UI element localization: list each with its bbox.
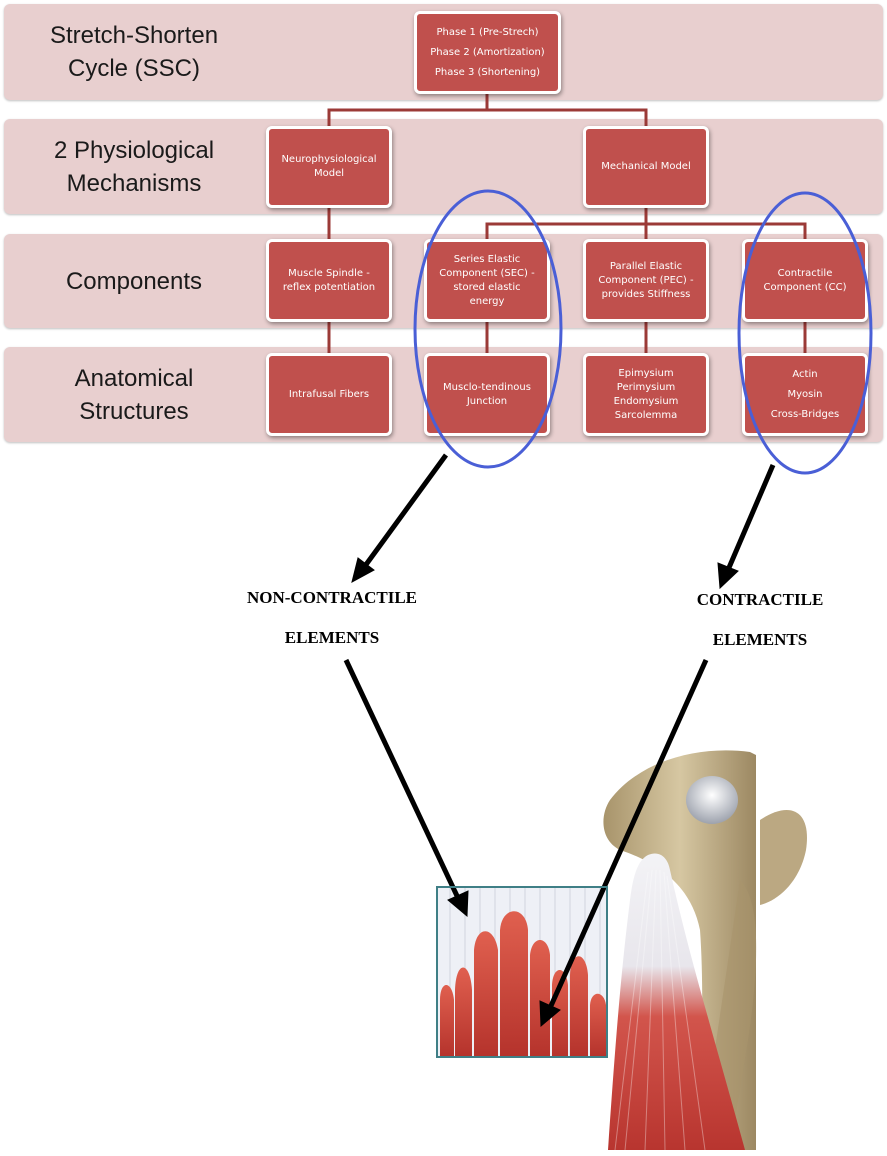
- inset-fibers: [438, 888, 606, 1056]
- filaments-line-2: Myosin: [787, 388, 823, 400]
- non-contractile-line-1: NON-CONTRACTILE: [246, 588, 418, 607]
- node-neurophysiological-model[interactable]: Neurophysiological Model: [266, 126, 392, 208]
- row-label-anatomical: Anatomical Structures: [74, 364, 194, 425]
- row-label-ssc: Stretch-Shorten Cycle (SSC): [49, 22, 219, 82]
- connective-line-4: Sarcolemma: [614, 409, 678, 421]
- node-series-elastic-component[interactable]: Series Elastic Component (SEC) - stored …: [424, 239, 550, 322]
- node-contractile-component[interactable]: Contractile Component (CC): [742, 239, 868, 322]
- spindle-line-1: Muscle Spindle -: [288, 267, 370, 279]
- pec-line-2: Component (PEC) -: [598, 274, 694, 286]
- filaments-line-3: Cross-Bridges: [770, 408, 840, 420]
- intrafusal-line-1: Intrafusal Fibers: [288, 388, 370, 400]
- mtj-line-2: Junction: [466, 395, 508, 407]
- contractile-line-2: ELEMENTS: [712, 630, 808, 649]
- node-ssc-phases[interactable]: Phase 1 (Pre-Strech) Phase 2 (Amortizati…: [414, 11, 561, 94]
- phase-1-label: Phase 1 (Pre-Strech): [436, 26, 539, 38]
- sec-line-4: energy: [469, 295, 505, 307]
- contractile-line-1: CONTRACTILE: [696, 590, 824, 609]
- pec-line-1: Parallel Elastic: [609, 260, 683, 272]
- phase-3-label: Phase 3 (Shortening): [434, 66, 541, 78]
- muscle-illustration: [608, 853, 745, 1151]
- sec-line-2: Component (SEC) -: [439, 267, 535, 279]
- callout-arrows: [343, 453, 776, 1028]
- cc-line-1: Contractile: [777, 267, 833, 279]
- node-connective-tissue[interactable]: Epimysium Perimysium Endomysium Sarcolem…: [583, 353, 709, 436]
- row-label-mechanisms: 2 Physiological Mechanisms: [53, 136, 215, 197]
- node-contractile-filaments[interactable]: Actin Myosin Cross-Bridges: [742, 353, 868, 436]
- mtj-line-1: Musclo-tendinous: [443, 381, 531, 393]
- connector-lines: [327, 92, 807, 355]
- spindle-line-2: reflex potentiation: [282, 281, 376, 293]
- connective-line-1: Epimysium: [618, 367, 674, 379]
- node-parallel-elastic-component[interactable]: Parallel Elastic Component (PEC) - provi…: [583, 239, 709, 322]
- node-musculotendinous-junction[interactable]: Musclo-tendinous Junction: [424, 353, 550, 436]
- pec-line-3: provides Stiffness: [601, 288, 691, 300]
- node-mechanical-model[interactable]: Mechanical Model: [583, 126, 709, 208]
- cc-line-2: Component (CC): [763, 281, 847, 293]
- non-contractile-label: NON-CONTRACTILE ELEMENTS: [212, 588, 452, 648]
- non-contractile-line-2: ELEMENTS: [284, 628, 380, 647]
- sec-line-1: Series Elastic: [453, 253, 521, 265]
- sec-line-3: stored elastic: [453, 281, 521, 293]
- row-label-components: Components: [65, 267, 203, 295]
- connective-line-2: Perimysium: [616, 381, 676, 393]
- node-muscle-spindle[interactable]: Muscle Spindle - reflex potentiation: [266, 239, 392, 322]
- node-intrafusal-fibers[interactable]: Intrafusal Fibers: [266, 353, 392, 436]
- neuro-line-1: Neurophysiological: [281, 154, 377, 165]
- contractile-label: CONTRACTILE ELEMENTS: [660, 590, 860, 650]
- neuro-line-2: Model: [313, 168, 345, 179]
- filaments-line-1: Actin: [792, 368, 818, 380]
- muscle-fiber-inset: [436, 886, 608, 1058]
- connective-line-3: Endomysium: [613, 395, 679, 407]
- mechanical-line-1: Mechanical Model: [601, 161, 691, 172]
- phase-2-label: Phase 2 (Amortization): [430, 46, 545, 58]
